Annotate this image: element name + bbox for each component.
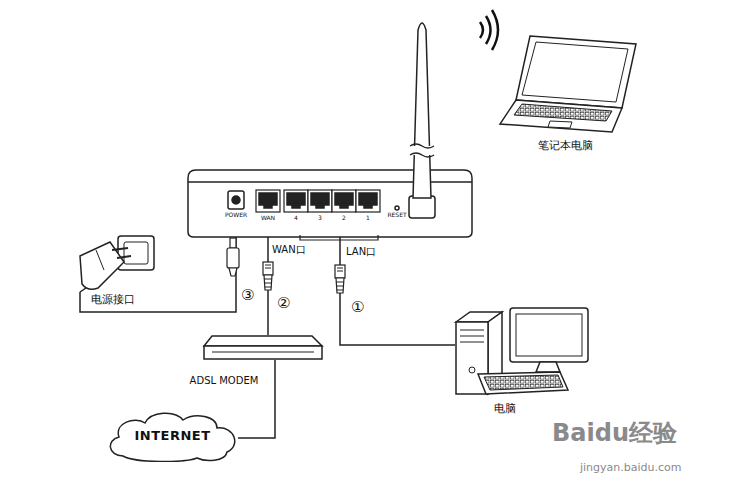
power-adapter: 电源接口 — [75, 232, 155, 292]
internet-cloud: INTERNET — [105, 410, 240, 462]
adsl-modem: ADSL MODEM — [204, 335, 322, 360]
callout-number: ③ — [240, 288, 255, 303]
port-label: 2 — [342, 215, 346, 222]
port-label: WAN口 — [272, 244, 306, 256]
modem — [204, 336, 322, 359]
antenna — [409, 23, 435, 218]
node-label: 电脑 — [494, 403, 516, 416]
port-label: LAN口 — [346, 246, 376, 258]
desktop-computer: 电脑 — [455, 300, 590, 400]
power-plug — [227, 238, 239, 276]
port-label: 4 — [294, 215, 298, 222]
port-label: WAN — [261, 215, 275, 222]
cable-line — [238, 360, 275, 438]
watermark-url: jingyan.baidu.com — [580, 462, 682, 475]
node-label: 电源接口 — [91, 294, 135, 307]
rj45-plug — [335, 265, 345, 293]
watermark: Baidu经验 — [552, 420, 677, 448]
node-label: 笔记本电脑 — [538, 140, 593, 153]
lan-bracket — [300, 235, 378, 240]
router-body: POWER WAN 4 3 2 1 RESET — [188, 170, 472, 237]
callout-number: ① — [350, 300, 365, 315]
power-adapter — [80, 236, 154, 292]
node-label: INTERNET — [134, 429, 210, 444]
laptop — [500, 36, 636, 132]
desktop-computer — [456, 308, 588, 394]
laptop-icon: 笔记本电脑 — [510, 30, 640, 135]
rj45-plug — [263, 262, 273, 290]
wifi-waves — [480, 10, 498, 50]
port-label: RESET — [387, 212, 406, 219]
cable-line — [80, 237, 236, 312]
port-label: 1 — [366, 215, 370, 222]
cable-line — [340, 237, 455, 345]
node-label: ADSL MODEM — [190, 375, 259, 387]
port-label: 3 — [318, 215, 322, 222]
port-label: POWER — [225, 212, 247, 219]
callout-number: ② — [276, 296, 291, 311]
